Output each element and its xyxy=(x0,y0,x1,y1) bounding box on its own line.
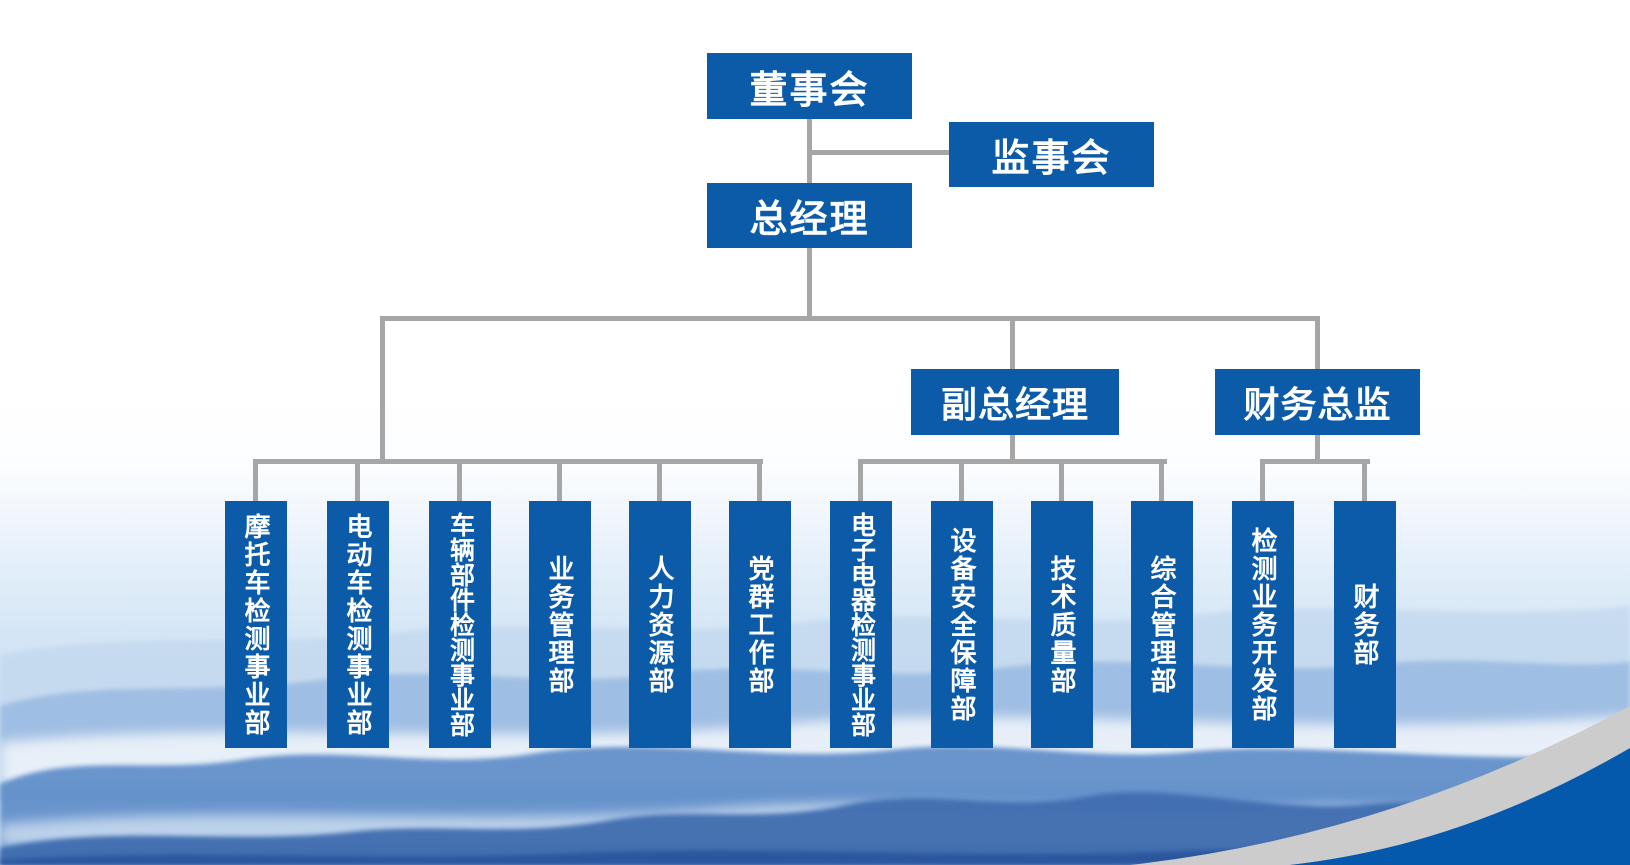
dept-label: 设备安全保障部 xyxy=(947,526,977,723)
connector-to-supervisory xyxy=(810,150,949,155)
connector-deputy-group-rail xyxy=(858,459,1167,464)
connector-drop-dept-0 xyxy=(253,461,258,503)
dept-motorcycle-testing-division: 摩托车检测事业部 xyxy=(225,501,287,748)
connector-board-to-gm xyxy=(807,119,812,183)
dept-general-administration: 综合管理部 xyxy=(1131,501,1193,748)
connector-drop-dept-1 xyxy=(355,461,360,503)
connector-mainline-to-finance-director xyxy=(1315,319,1320,369)
node-board-of-directors: 董事会 xyxy=(707,53,912,119)
node-general-manager: 总经理 xyxy=(707,183,912,248)
dept-electronics-appliance-testing-division: 电子电器检测事业部 xyxy=(830,501,892,748)
connector-drop-dept-2 xyxy=(457,461,462,503)
node-finance-director: 财务总监 xyxy=(1215,369,1420,435)
dept-label: 综合管理部 xyxy=(1147,554,1177,695)
connector-mainline-to-deputy-gm xyxy=(1010,319,1015,369)
dept-party-masses-work: 党群工作部 xyxy=(729,501,791,748)
dept-label: 摩托车检测事业部 xyxy=(241,512,271,737)
mountain-background xyxy=(0,606,1630,865)
dept-label: 业务管理部 xyxy=(545,554,575,695)
node-deputy-general-manager: 副总经理 xyxy=(911,369,1119,435)
ribbon-blue-corner xyxy=(1290,748,1630,865)
dept-electric-vehicle-testing-division: 电动车检测事业部 xyxy=(327,501,389,748)
connector-drop-dept-7 xyxy=(959,461,964,503)
connector-mainline-to-left-group xyxy=(380,319,385,464)
node-supervisory-label: 监事会 xyxy=(991,138,1112,180)
dept-equipment-safety-assurance: 设备安全保障部 xyxy=(931,501,993,748)
connector-drop-dept-10 xyxy=(1260,461,1265,503)
node-board-label: 董事会 xyxy=(749,69,870,112)
ribbon-gray-band xyxy=(1130,706,1630,865)
dept-technical-quality: 技术质量部 xyxy=(1031,501,1093,748)
connector-drop-dept-6 xyxy=(858,461,863,503)
connector-finance-group-rail xyxy=(1260,459,1370,464)
dept-label: 人力资源部 xyxy=(645,554,675,695)
connector-drop-dept-9 xyxy=(1159,461,1164,503)
dept-label: 财务部 xyxy=(1350,582,1380,667)
dept-vehicle-parts-testing-division: 车辆部件检测事业部 xyxy=(429,501,491,748)
connector-left-group-rail xyxy=(253,459,763,464)
node-gm-label: 总经理 xyxy=(749,199,870,241)
dept-label: 检测业务开发部 xyxy=(1248,526,1278,723)
dept-label: 党群工作部 xyxy=(745,554,775,695)
dept-label: 技术质量部 xyxy=(1047,554,1077,695)
connector-deputy-gm-down xyxy=(1010,435,1015,464)
dept-testing-business-development: 检测业务开发部 xyxy=(1232,501,1294,748)
dept-business-management: 业务管理部 xyxy=(529,501,591,748)
node-deputy-gm-label: 副总经理 xyxy=(940,384,1089,425)
connector-mainline xyxy=(380,316,1320,321)
dept-finance: 财务部 xyxy=(1334,501,1396,748)
dept-human-resources: 人力资源部 xyxy=(629,501,691,748)
dept-label: 电子电器检测事业部 xyxy=(847,512,876,737)
node-supervisory-board: 监事会 xyxy=(949,122,1154,187)
mountain-ridge-near xyxy=(0,792,1630,865)
connector-gm-to-mainline xyxy=(807,248,812,319)
connector-drop-dept-11 xyxy=(1362,461,1367,503)
dept-label: 车辆部件检测事业部 xyxy=(446,512,475,737)
connector-finance-director-down xyxy=(1315,435,1320,464)
connector-drop-dept-5 xyxy=(757,461,762,503)
node-finance-director-label: 财务总监 xyxy=(1243,384,1392,425)
connector-drop-dept-4 xyxy=(657,461,662,503)
connector-drop-dept-8 xyxy=(1059,461,1064,503)
dept-label: 电动车检测事业部 xyxy=(343,512,373,737)
connector-drop-dept-3 xyxy=(557,461,562,503)
